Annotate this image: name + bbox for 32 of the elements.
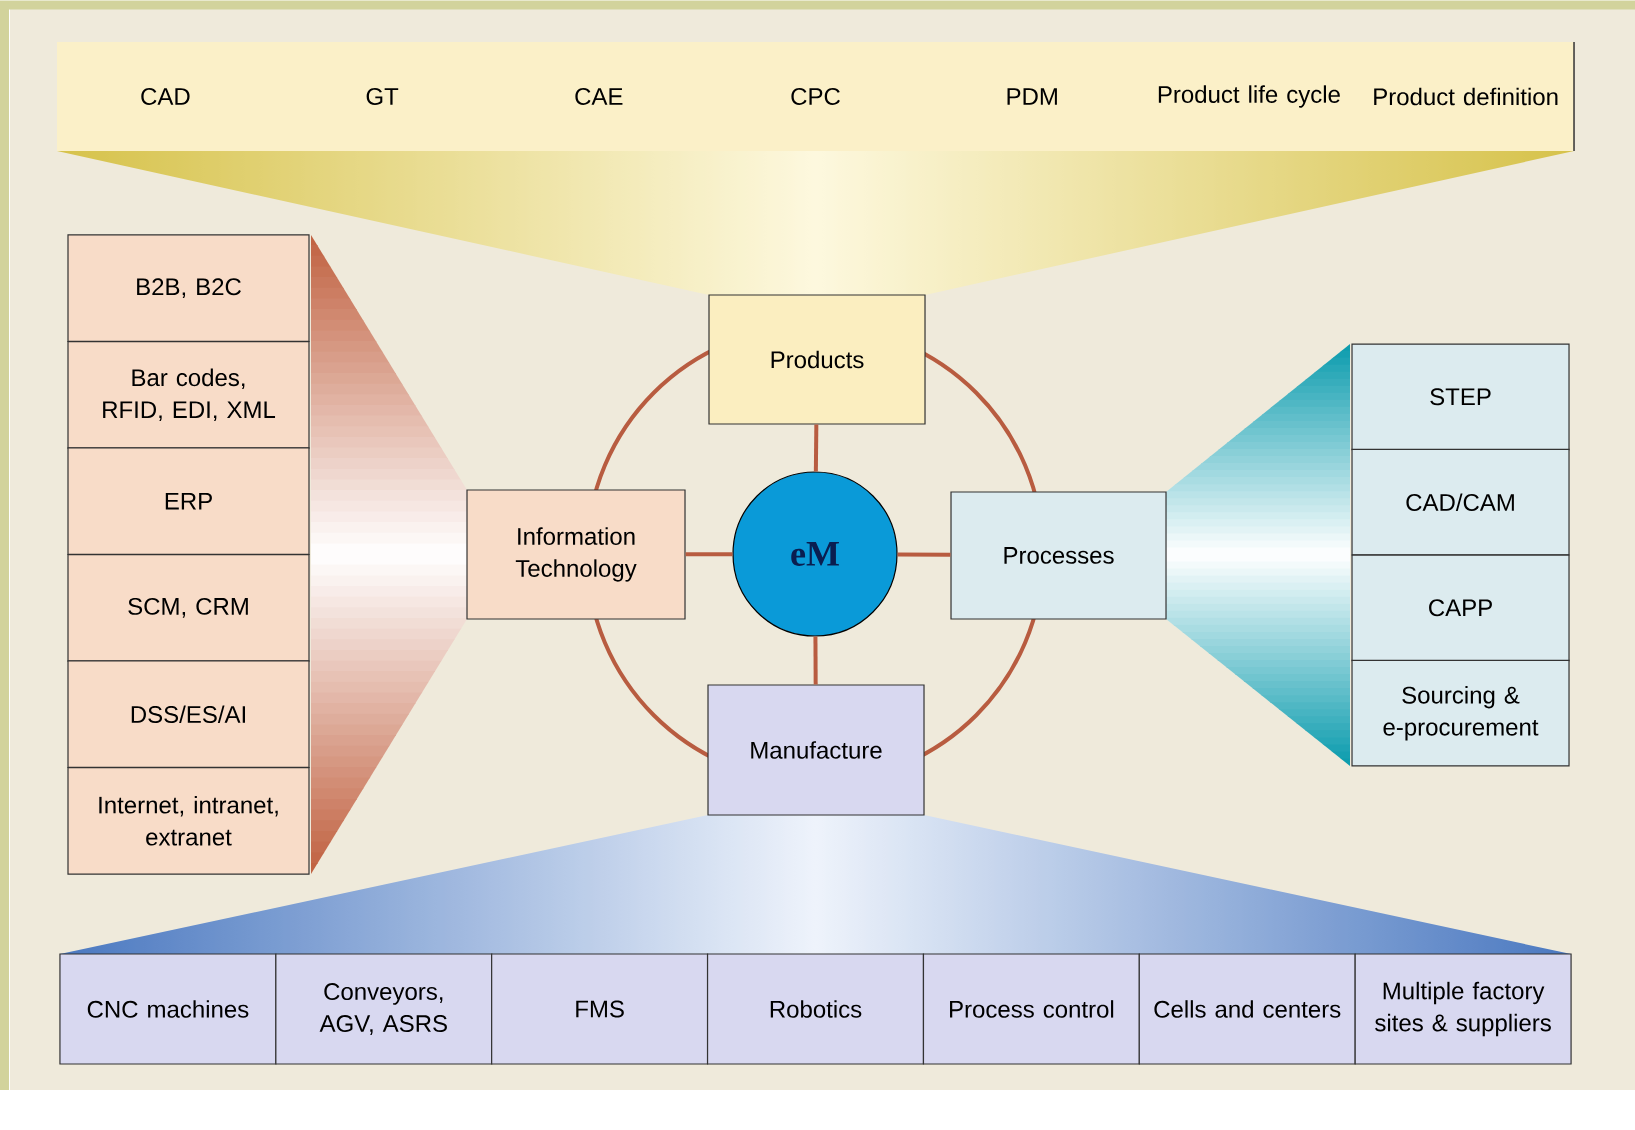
list-cell: ERP [67, 447, 310, 556]
list-cell: Bar codes, RFID, EDI, XML [67, 340, 310, 449]
list-cell: DSS/ES/AI [67, 660, 310, 769]
top-item: GT [366, 88, 399, 105]
top-item: PDM [1007, 88, 1057, 105]
list-cell: B2B, B2C [67, 234, 310, 343]
list-cell: CNC machines [59, 953, 277, 1065]
list-cell: Internet, intranet, extranet [67, 766, 310, 875]
list-cell: Process control [922, 953, 1140, 1065]
category-box: Manufacture [707, 684, 925, 816]
list-cell: CAD/CAM [1351, 448, 1570, 556]
top-item: CAE [575, 88, 623, 105]
top-item: CAD [141, 88, 190, 105]
connector-line [685, 552, 733, 557]
list-cell: CAPP [1351, 554, 1570, 662]
list-cell: Conveyors, AGV, ASRS [275, 953, 493, 1065]
connector-line [813, 636, 818, 685]
category-box: Information Technology [466, 489, 686, 620]
list-cell: STEP [1351, 343, 1570, 451]
list-cell: SCM, CRM [67, 553, 310, 662]
top-item: Product definition [1374, 87, 1558, 106]
connector-line [813, 424, 819, 472]
top-item: CPC [791, 88, 840, 105]
list-cell: Multiple factory sites & suppliers [1354, 953, 1572, 1065]
category-box: Processes [950, 491, 1167, 620]
connector-line [897, 552, 951, 557]
list-cell: FMS [491, 953, 709, 1065]
category-box: Products [708, 294, 926, 425]
list-cell: Robotics [706, 953, 925, 1065]
list-cell: Sourcing & e-procurement [1351, 659, 1570, 767]
list-cell: Cells and centers [1138, 953, 1356, 1065]
top-item: Product life cycle [1158, 85, 1340, 108]
